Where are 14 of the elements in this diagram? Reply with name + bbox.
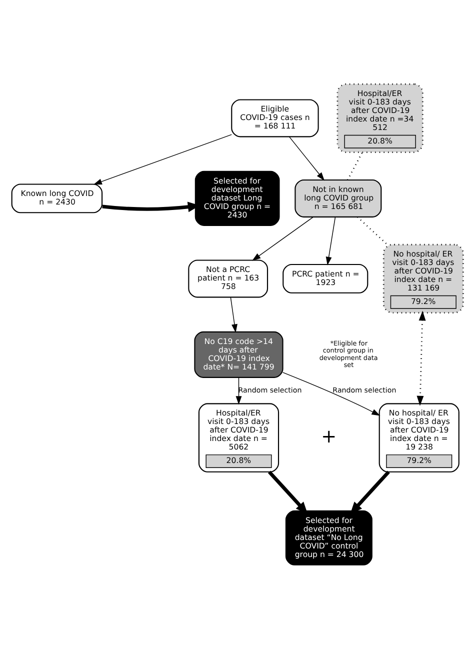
arrow: [252, 216, 314, 260]
arrow: [325, 216, 336, 265]
connector: [346, 152, 362, 180]
arrow: [230, 296, 237, 332]
connector: [356, 216, 387, 244]
edge-label: Random selection: [238, 384, 302, 394]
arrow: [416, 310, 426, 406]
label: +: [320, 426, 336, 447]
arrow: [92, 134, 232, 184]
arrow: [350, 470, 390, 514]
arrow: [282, 372, 380, 416]
arrow: [288, 136, 324, 180]
edge-label: Random selection: [332, 384, 396, 394]
arrow: [267, 470, 308, 514]
